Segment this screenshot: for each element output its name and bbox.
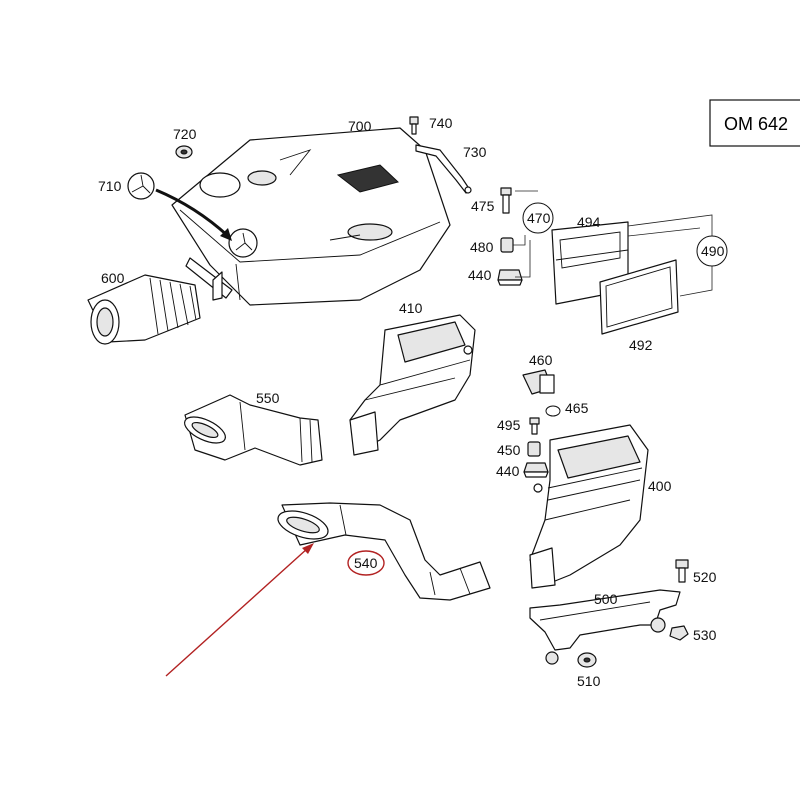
engine-code: OM 642 (724, 114, 788, 134)
label-475: 475 (471, 198, 495, 214)
label-465: 465 (565, 400, 589, 416)
part-460-sensor (522, 369, 555, 395)
label-490: 490 (701, 243, 725, 259)
part-495-bolt (529, 417, 540, 435)
part-450-bush (527, 441, 541, 457)
part-480-bush (500, 237, 514, 253)
label-520: 520 (693, 569, 717, 585)
part-700-engine-cover (171, 127, 451, 306)
label-400: 400 (648, 478, 672, 494)
label-600: 600 (101, 270, 125, 286)
part-410-filter-housing (349, 314, 476, 456)
part-510-mount (577, 652, 597, 668)
part-540-air-duct (277, 502, 491, 601)
part-550-air-duct (184, 394, 323, 466)
callout-540 (347, 550, 385, 576)
part-400-filter-housing (529, 424, 649, 589)
label-500: 500 (594, 591, 618, 607)
part-492-filter-element (599, 259, 679, 335)
highlight-arrow (165, 543, 314, 677)
label-700: 700 (348, 118, 372, 134)
label-530: 530 (693, 627, 717, 643)
part-500-bracket (529, 589, 681, 665)
label-550: 550 (256, 390, 280, 406)
label-540: 540 (354, 555, 378, 571)
part-465-seal (545, 405, 561, 417)
label-440a: 440 (468, 267, 492, 283)
label-510: 510 (577, 673, 601, 689)
part-440-mount-a (497, 269, 523, 286)
label-710: 710 (98, 178, 122, 194)
label-410: 410 (399, 300, 423, 316)
label-740: 740 (429, 115, 453, 131)
label-494: 494 (577, 214, 601, 230)
engine-code-box: OM 642 (709, 99, 800, 147)
label-470: 470 (527, 210, 551, 226)
part-720-grommet (175, 145, 193, 159)
label-720: 720 (173, 126, 197, 142)
label-460: 460 (529, 352, 553, 368)
label-492: 492 (629, 337, 653, 353)
callout-470 (513, 190, 554, 278)
part-530-nut (669, 625, 689, 641)
label-480: 480 (470, 239, 494, 255)
callout-490 (627, 214, 728, 297)
part-475-bolt (500, 187, 512, 214)
label-495: 495 (497, 417, 521, 433)
label-450: 450 (497, 442, 521, 458)
part-520-bolt (675, 559, 689, 583)
part-740-bolt (409, 116, 419, 135)
part-440-mount-b (523, 462, 549, 478)
label-730: 730 (463, 144, 487, 160)
label-440b: 440 (496, 463, 520, 479)
part-600-intake-duct (87, 274, 201, 345)
part-730-bracket (415, 144, 472, 194)
part-710-emblem (127, 172, 232, 241)
